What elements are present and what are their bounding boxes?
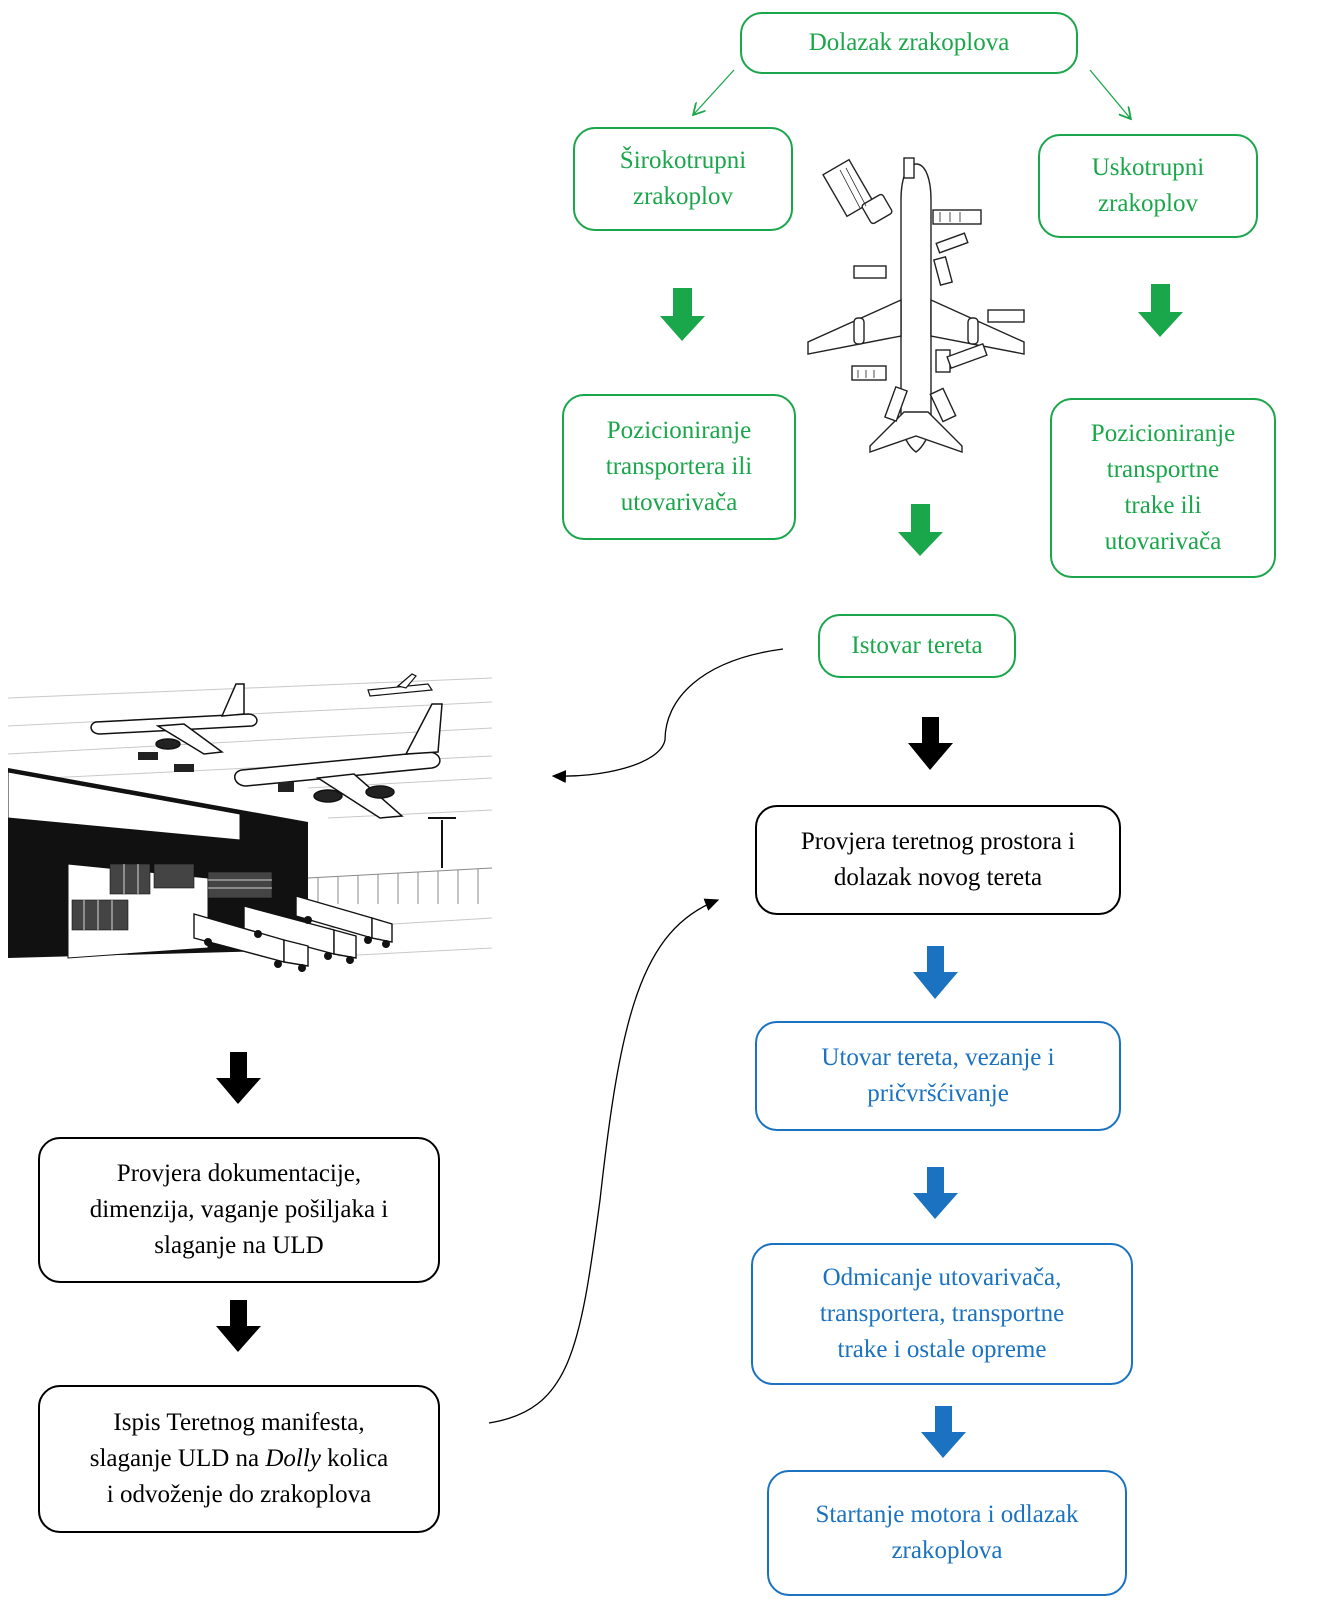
node-departure: Startanje motora i odlazak zrakoplova [767, 1470, 1127, 1596]
block-arrow-green-center [898, 504, 943, 556]
block-arrow-blue-2 [913, 1167, 958, 1219]
connector-arrival-widebody [694, 69, 735, 114]
node-load: Utovar tereta, vezanje i pričvršćivanje [755, 1021, 1121, 1131]
block-arrow-blue-3 [921, 1406, 966, 1458]
manifest-text-italic: Dolly [265, 1445, 321, 1472]
node-widebody: Širokotrupni zrakoplov [573, 127, 793, 231]
block-arrow-black-right [908, 717, 953, 770]
node-narrowbody: Uskotrupni zrakoplov [1038, 134, 1258, 238]
block-arrow-blue-1 [913, 946, 958, 999]
cargo-terminal-illustration [8, 673, 492, 972]
manifest-text-1: Ispis Teretnog manifesta, slaganje ULD n… [89, 1409, 365, 1472]
node-manifest: Ispis Teretnog manifesta, slaganje ULD n… [38, 1385, 440, 1533]
manifest-text-2: kolica i odvoženje do zrakoplova [106, 1445, 389, 1508]
block-arrow-black-left-1 [216, 1052, 261, 1104]
node-remove-equipment: Odmicanje utovarivača, transportera, tra… [751, 1243, 1133, 1385]
node-position-narrowbody: Pozicioniranje transportne trake ili uto… [1050, 398, 1276, 578]
node-check-docs: Provjera dokumentacije, dimenzija, vagan… [38, 1137, 440, 1283]
block-arrow-black-left-2 [216, 1300, 261, 1352]
node-check-hold: Provjera teretnog prostora i dolazak nov… [755, 805, 1121, 915]
curve-unload-to-terminal [551, 648, 784, 784]
aircraft-ground-handling-top-view-icon [807, 157, 1025, 453]
block-arrow-green-left [660, 288, 705, 341]
node-unload: Istovar tereta [818, 614, 1016, 678]
block-arrow-green-right [1138, 284, 1183, 337]
curve-manifest-to-hold [488, 898, 720, 1424]
connector-arrival-narrowbody [1089, 69, 1130, 118]
node-arrival: Dolazak zrakoplova [740, 12, 1078, 74]
node-position-widebody: Pozicioniranje transportera ili utovariv… [562, 394, 796, 540]
